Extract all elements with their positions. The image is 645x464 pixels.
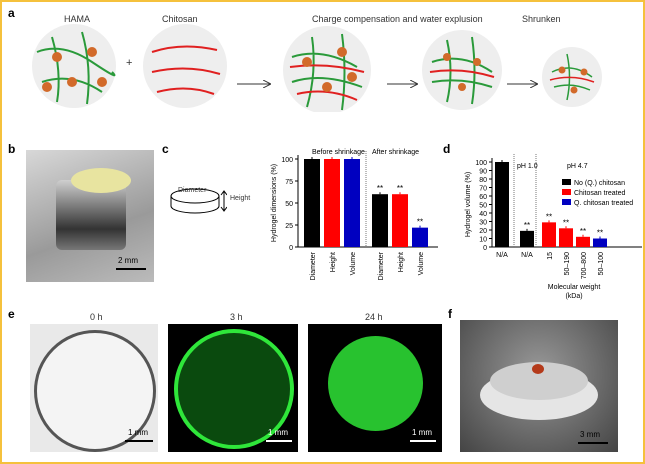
time-label-3h: 3 h [230, 312, 243, 322]
group-label: pH 1.0 [517, 163, 538, 170]
y-tick-label: 90 [479, 169, 487, 176]
x-tick-label: N/A [521, 252, 533, 259]
bar [520, 230, 534, 247]
image-24h: 1 mm [308, 324, 442, 452]
y-tick-label: 100 [475, 160, 487, 167]
x-tick-label: Volume [350, 252, 357, 275]
panel-label-f: f [448, 307, 452, 321]
legend-swatch [562, 189, 571, 195]
y-tick-label: 10 [479, 237, 487, 244]
hydrogel-photo-b: 2 mm [26, 150, 154, 282]
label-chitosan: Chitosan [162, 14, 198, 24]
x-tick-label: 15 [547, 252, 554, 260]
mixed-network [283, 26, 371, 112]
y-axis-label: Hydrogel dimensions (%) [271, 164, 278, 242]
panel-label-d: d [443, 142, 451, 156]
hama-network [32, 24, 116, 108]
panel-label-c: c [162, 142, 169, 156]
label-shrunken: Shrunken [522, 14, 561, 24]
x-tick-label: 50–100 [598, 252, 605, 275]
image-0h: 1 mm [30, 324, 158, 452]
y-tick-label: 25 [285, 223, 293, 230]
y-tick-label: 50 [479, 203, 487, 210]
y-tick-label: 100 [281, 157, 293, 164]
y-tick-label: 70 [479, 186, 487, 193]
scale-bar [116, 268, 146, 270]
group-label: pH 4.7 [567, 163, 588, 170]
chitosan-chains [143, 24, 227, 108]
bar [344, 159, 360, 247]
bar [372, 194, 388, 247]
ladybug [532, 364, 544, 374]
legend-swatch [562, 199, 571, 205]
image-3h: 1 mm [168, 324, 298, 452]
legend-label: Chitosan treated [574, 190, 625, 197]
bar [412, 227, 428, 247]
panel-label-e: e [8, 307, 15, 321]
plus-sign: + [126, 57, 133, 69]
group-label: After shrinkage [372, 149, 419, 156]
x-tick-label: N/A [496, 252, 508, 259]
x-axis-label: Molecular weight [548, 284, 601, 291]
significance-label: ** [417, 218, 423, 227]
schematic-a [32, 24, 602, 112]
y-tick-label: 20 [479, 228, 487, 235]
bar [593, 238, 607, 247]
bar [392, 194, 408, 247]
y-tick-label: 80 [479, 177, 487, 184]
panel-label-b: b [8, 142, 16, 156]
x-tick-label: 50–190 [564, 252, 571, 275]
x-tick-label: Height [330, 252, 337, 272]
bar [559, 228, 573, 247]
cylinder-diagram [170, 188, 227, 214]
label-charge: Charge compensation and water explusion [312, 14, 483, 24]
x-tick-label: Diameter [378, 251, 385, 280]
hydrogel-photo-f: 3 mm [460, 320, 618, 452]
significance-label: ** [397, 184, 403, 193]
bar [324, 159, 340, 247]
significance-label: ** [546, 212, 552, 221]
time-label-24h: 24 h [365, 312, 383, 322]
x-axis-label: (kDa) [565, 293, 582, 300]
legend-label: No (Q.) chitosan [574, 180, 625, 187]
scale-bar-label: 1 mm [412, 428, 432, 437]
significance-label: ** [524, 221, 530, 230]
scale-bar-label: 2 mm [118, 256, 138, 265]
y-tick-label: 50 [285, 201, 293, 208]
x-tick-label: Volume [418, 252, 425, 275]
panel-label-a: a [8, 6, 15, 20]
legend-swatch [562, 179, 571, 185]
y-tick-label: 30 [479, 220, 487, 227]
diameter-label: Diameter [178, 187, 207, 194]
bar [304, 159, 320, 247]
scale-bar-label: 3 mm [580, 430, 600, 439]
bar [542, 222, 556, 247]
y-tick-label: 0 [483, 245, 487, 252]
y-tick-label: 75 [285, 179, 293, 186]
height-label: Height [230, 195, 251, 202]
group-label: Before shrinkage [312, 149, 365, 156]
label-hama: HAMA [64, 14, 91, 24]
scale-bar-label: 1 mm [128, 428, 148, 437]
y-axis-label: Hydrogel volume (%) [465, 172, 472, 237]
y-tick-label: 60 [479, 194, 487, 201]
bar [495, 162, 509, 247]
bar [576, 236, 590, 247]
significance-label: ** [597, 229, 603, 238]
significance-label: ** [580, 227, 586, 236]
y-tick-label: 40 [479, 211, 487, 218]
scale-bar-label: 1 mm [268, 428, 288, 437]
x-tick-label: Height [398, 252, 405, 272]
x-tick-label: 700–800 [581, 252, 588, 279]
y-tick-label: 0 [289, 245, 293, 252]
time-label-0h: 0 h [90, 312, 103, 322]
x-tick-label: Diameter [310, 251, 317, 280]
legend-label: Q. chitosan treated [574, 200, 633, 207]
significance-label: ** [377, 184, 383, 193]
significance-label: ** [563, 218, 569, 227]
